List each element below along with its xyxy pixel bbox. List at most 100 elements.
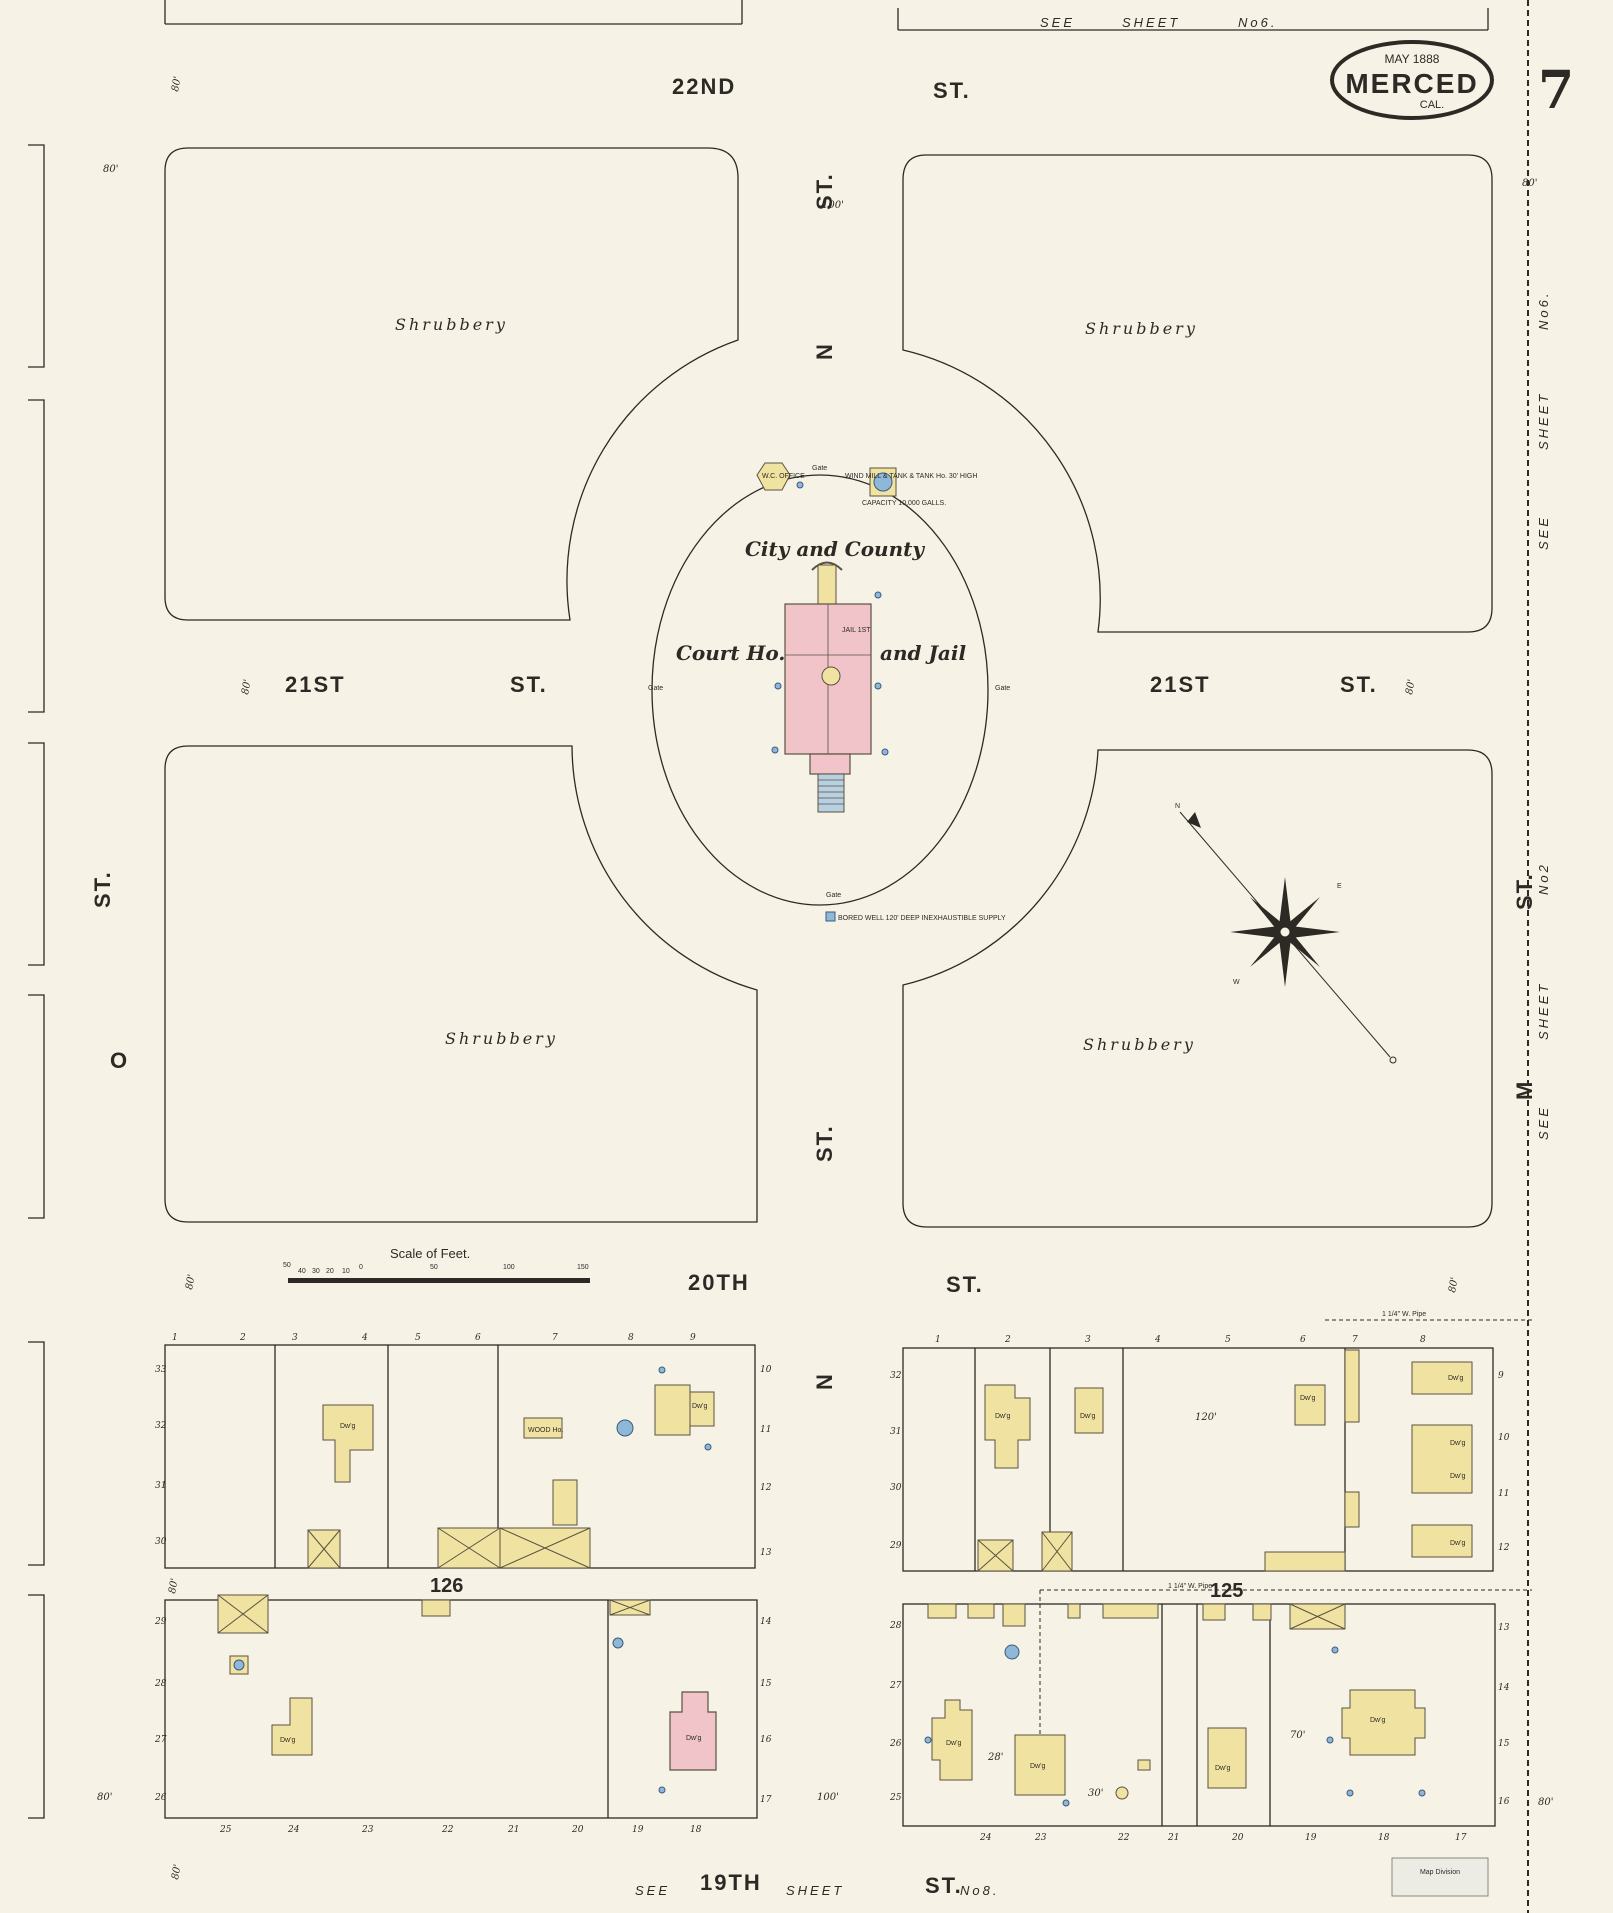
compass-n: N <box>1175 803 1180 810</box>
shed-11 <box>1252 1603 1272 1621</box>
shed-6 <box>1002 1603 1026 1627</box>
lot-number: 21 <box>1167 1833 1179 1843</box>
scale-of-feet: Scale of Feet. 50 40 30 20 10 0 50 100 1… <box>283 1246 590 1283</box>
gate-west: Gate <box>648 685 663 692</box>
scale-tick: 50 <box>430 1264 438 1271</box>
dim-80-k: 80' <box>170 1863 184 1880</box>
lot-number: 13 <box>1498 1623 1510 1633</box>
see-sheet-side: SEE SHEET No6. SEE SHEET No2 SEE SHEET N… <box>635 291 1551 1898</box>
dwelling-label: Dw'g <box>340 1423 355 1430</box>
scale-tick: 10 <box>342 1268 350 1275</box>
shed-10 <box>1202 1603 1226 1621</box>
street-21st-west-suffix: ST. <box>510 672 548 697</box>
lot-number: 31 <box>890 1427 901 1437</box>
street-o-suffix: ST. <box>90 870 115 908</box>
dwelling-8 <box>1411 1424 1473 1494</box>
hydrant-icon <box>874 591 882 599</box>
street-22nd-suffix: ST. <box>933 78 971 103</box>
dim-80-i: 80' <box>97 1792 112 1803</box>
block-125: 1 1/4" W. Pipe 1 1/4" W. Pipe 125 Dw'g D… <box>902 1311 1532 1827</box>
sheet-label: SHEET <box>1122 15 1180 30</box>
lot-number: 22 <box>441 1825 454 1835</box>
lot-number: 27 <box>889 1681 902 1691</box>
courthouse-complex: City and County Court Ho. and Jail JAIL … <box>648 462 1010 922</box>
lot-number: 26 <box>154 1793 167 1803</box>
street-m: M <box>1512 1080 1537 1100</box>
dim-80-g: 80' <box>1447 1276 1461 1293</box>
street-20th-suffix: ST. <box>946 1272 984 1297</box>
hydrants <box>658 1366 1426 1807</box>
shrubbery-se: Shrubbery <box>1083 1035 1196 1054</box>
lot-number: 19 <box>632 1825 644 1835</box>
scale-tick: 0 <box>359 1264 363 1271</box>
courthouse-porch <box>809 753 851 775</box>
lot-number: 25 <box>219 1825 232 1835</box>
hydrant-icon <box>1326 1736 1334 1744</box>
wc-office <box>756 462 791 491</box>
dim-80-h: 80' <box>167 1577 181 1594</box>
hydrant-icon <box>1346 1789 1354 1797</box>
lot-number: 32 <box>155 1421 167 1431</box>
wood-house <box>523 1417 563 1439</box>
cartouche-city: MERCED <box>1345 68 1478 99</box>
lot-number: 6 <box>475 1333 481 1343</box>
block-se <box>902 749 1493 1228</box>
street-19th-suffix: ST. <box>925 1873 963 1898</box>
street-n-upper-suffix: ST. <box>812 172 837 210</box>
see-bottom-number: No8. <box>960 1883 999 1898</box>
lot-number: 3 <box>1085 1335 1091 1345</box>
tank-icon <box>612 1637 624 1649</box>
lot-number: 10 <box>760 1365 772 1375</box>
lot-number: 5 <box>1225 1335 1231 1345</box>
lot-number: 24 <box>979 1833 992 1843</box>
dwelling-label: Dw'g <box>1450 1540 1465 1547</box>
dwelling-13 <box>1341 1689 1426 1756</box>
lot-number: 17 <box>1455 1833 1467 1843</box>
dwelling-2 <box>654 1384 691 1436</box>
lot-number: 30 <box>890 1483 902 1493</box>
dwelling-11 <box>1014 1734 1066 1796</box>
gate-east: Gate <box>995 685 1010 692</box>
street-22nd: 22ND <box>672 74 736 99</box>
dwelling-6 <box>1294 1384 1326 1426</box>
lot-number: 5 <box>415 1333 421 1343</box>
dwelling-label: Dw'g <box>1215 1765 1230 1772</box>
hydrant-icon <box>1331 1646 1339 1654</box>
sheet-number-large: 7 <box>1538 60 1574 121</box>
hydrant-icon <box>658 1366 666 1374</box>
block-sw <box>164 745 758 1223</box>
street-o: O <box>110 1048 129 1073</box>
courthouse-title: City and County <box>745 537 925 561</box>
dimension-labels: 80' 80' 100' 80' 80' 80' 80' 80' 80' 80'… <box>97 75 1553 1880</box>
shed-5 <box>967 1603 995 1619</box>
street-21st-east: 21ST <box>1150 672 1211 697</box>
block-number-west: 126 <box>430 1575 463 1597</box>
pipe-upper: 1 1/4" W. Pipe <box>1382 1311 1426 1318</box>
tank-icon <box>233 1659 245 1671</box>
compass-w: W <box>1233 979 1240 986</box>
lot-number: 20 <box>571 1825 584 1835</box>
shed-7 <box>1067 1603 1081 1619</box>
lot-number: 17 <box>760 1795 772 1805</box>
dwelling-label: Dw'g <box>1030 1763 1045 1770</box>
street-20th: 20TH <box>688 1270 750 1295</box>
see-sheet-top: SEE SHEET No6. <box>1040 15 1277 30</box>
lot-number: 21 <box>507 1825 519 1835</box>
dim-80-e: 80' <box>1404 678 1418 695</box>
hydrant-icon <box>924 1736 932 1744</box>
gate-south: Gate <box>826 892 841 899</box>
lot-number: 12 <box>760 1483 772 1493</box>
dim-80-j: 80' <box>1538 1797 1553 1808</box>
lot-number: 28 <box>154 1679 167 1689</box>
sheet-number: No6. <box>1238 15 1277 30</box>
hydrant-icon <box>704 1443 712 1451</box>
street-21st-east-suffix: ST. <box>1340 672 1378 697</box>
lot-number: 13 <box>760 1548 772 1558</box>
dwelling-label: Dw'g <box>1450 1440 1465 1447</box>
block-126: 126 Dw'g WOOD Ho. Dw'g Dw'g Dw'g <box>164 1344 758 1819</box>
courthouse-left-label: Court Ho. <box>676 641 785 665</box>
dwelling-label: Dw'g <box>686 1735 701 1742</box>
lot-number: 11 <box>1498 1489 1509 1499</box>
hydrant-icon <box>771 746 779 754</box>
